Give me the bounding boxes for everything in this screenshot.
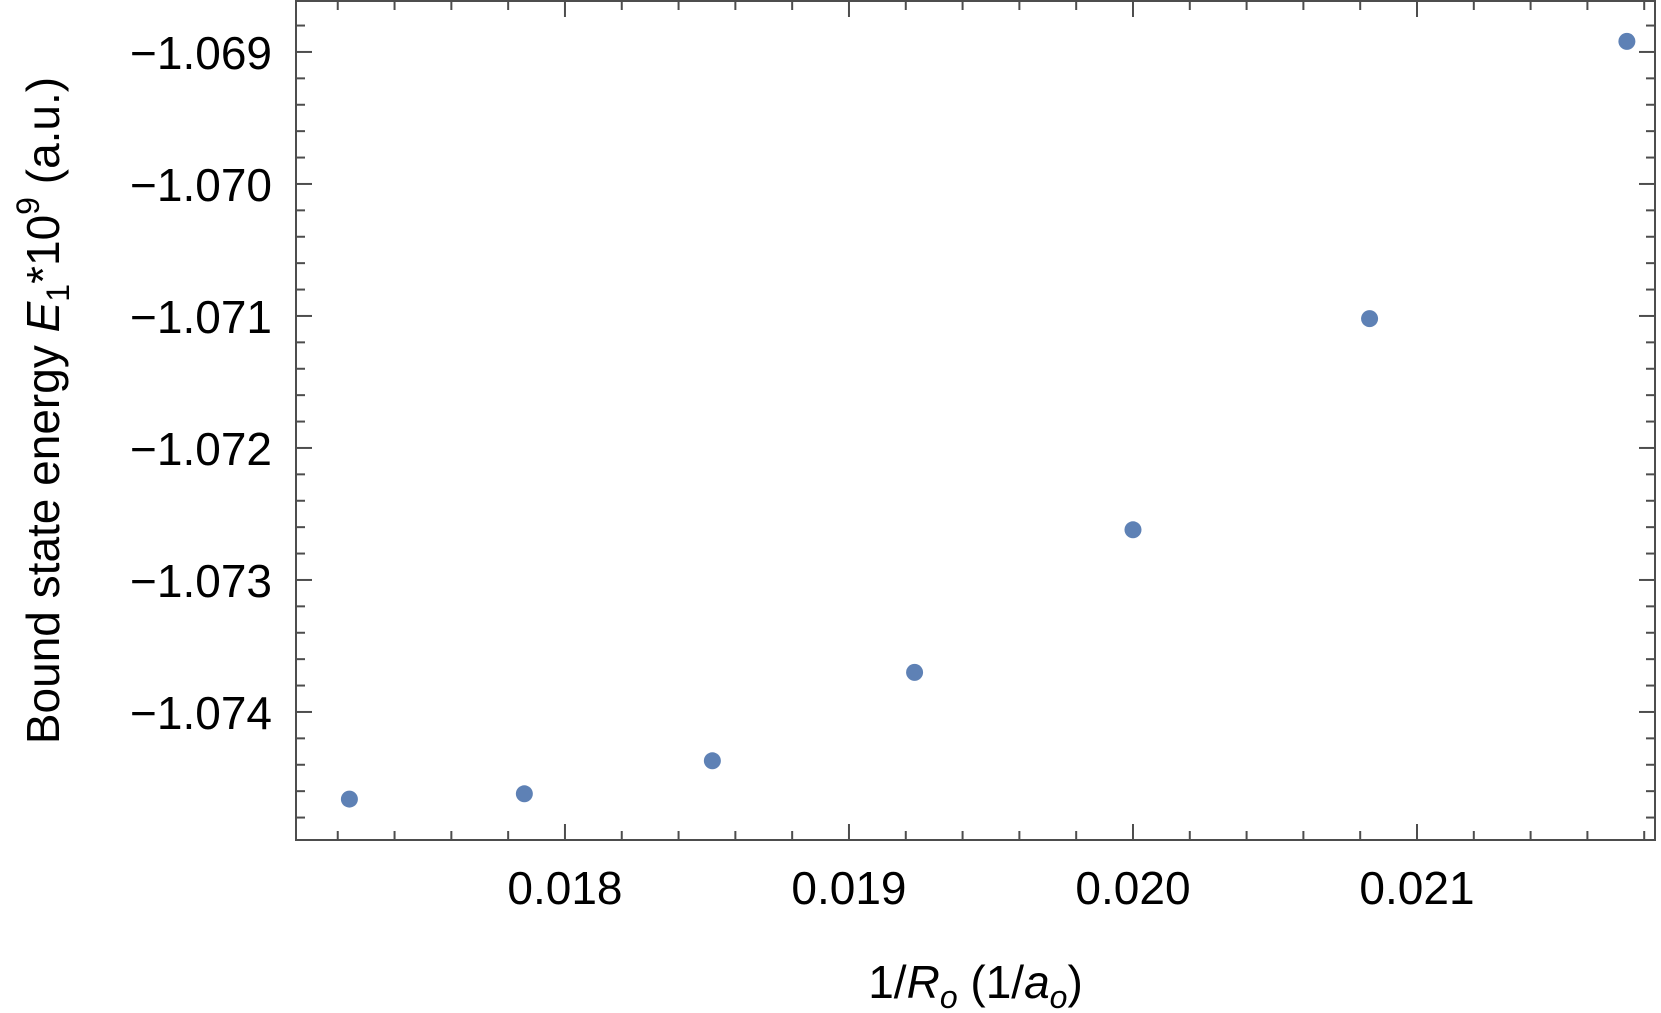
data-point	[1361, 310, 1379, 328]
data-point	[515, 785, 533, 803]
y-axis-label: Bound state energy E1*109 (a.u.)	[10, 77, 76, 744]
data-points	[340, 32, 1636, 808]
data-point	[703, 752, 721, 770]
x-tick-label: 0.020	[1075, 862, 1190, 914]
y-tick-label: −1.074	[130, 687, 272, 739]
plot-frame	[295, 0, 1656, 841]
data-point	[1124, 521, 1142, 539]
x-tick-label: 0.019	[791, 862, 906, 914]
y-tick-label: −1.072	[130, 423, 272, 475]
y-tick-label: −1.069	[130, 27, 272, 79]
y-tick-label: −1.071	[130, 291, 272, 343]
data-point	[906, 663, 924, 681]
y-tick-label: −1.070	[130, 159, 272, 211]
data-point	[340, 790, 358, 808]
y-tick-label: −1.073	[130, 555, 272, 607]
x-tick-label: 0.018	[507, 862, 622, 914]
x-tick-label: 0.021	[1359, 862, 1474, 914]
data-point	[1618, 32, 1636, 50]
axis-ticks	[296, 1, 1655, 840]
x-axis-label: 1/Ro (1/ao)	[868, 956, 1083, 1013]
x-axis-tick-labels: 0.018 0.019 0.020 0.021	[507, 862, 1474, 914]
y-axis-tick-labels: −1.069 −1.070 −1.071 −1.072 −1.073 −1.074	[130, 27, 272, 739]
